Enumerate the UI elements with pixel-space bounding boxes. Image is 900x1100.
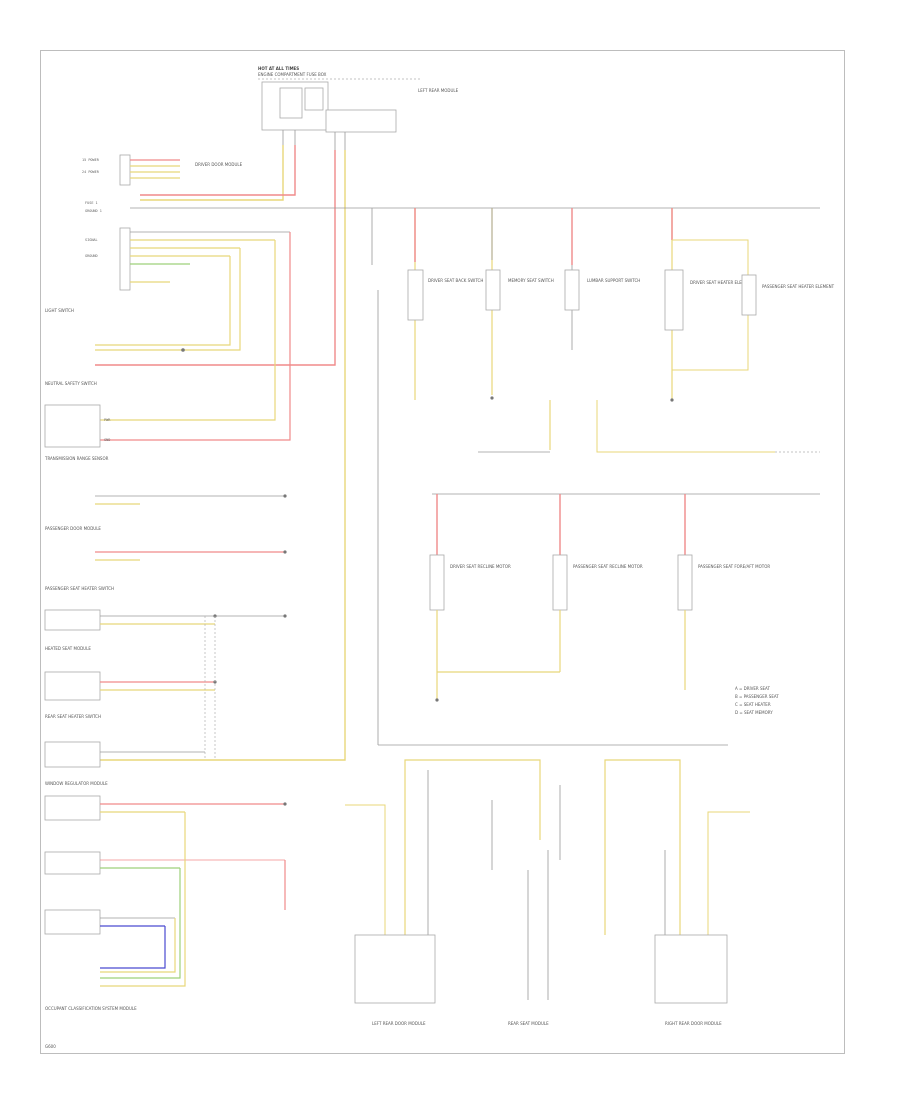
light-switch-label: LIGHT SWITCH — [45, 308, 74, 313]
module-name: ENGINE COMPARTMENT FUSE BOX — [258, 72, 327, 77]
wire — [596, 400, 775, 453]
splice-dot — [670, 398, 674, 402]
legend-item: A = DRIVER SEAT — [735, 686, 770, 691]
component-label: LEFT REAR DOOR MODULE — [372, 1021, 426, 1026]
module-title: HOT AT ALL TIMES — [258, 66, 299, 71]
component-label: MEMORY SEAT SWITCH — [508, 278, 554, 283]
legend-item: D = SEAT MEMORY — [735, 710, 773, 715]
lower-left-modules: WINDOW REGULATOR MODULE OCCUPANT CLASSIF… — [44, 781, 287, 1049]
component-box — [119, 154, 131, 186]
component-label: PASSENGER SEAT RECLINE MOTOR — [573, 564, 643, 569]
splice-dot — [283, 550, 287, 554]
middle-motors: DRIVER SEAT RECLINE MOTOR PASSENGER SEAT… — [429, 494, 770, 702]
splice-dot — [435, 698, 439, 702]
diagram-frame — [40, 50, 845, 1054]
component-box — [44, 851, 101, 875]
component-label: RIGHT REAR DOOR MODULE — [665, 1021, 722, 1026]
pin-label: GROUND 1 — [85, 209, 102, 213]
neutral-switch: NEUTRAL SAFETY SWITCH PWR GND TRANSMISSI… — [44, 381, 111, 461]
fuse-box-module: HOT AT ALL TIMES ENGINE COMPARTMENT FUSE… — [258, 66, 459, 150]
diagram-code: G600 — [45, 1044, 56, 1049]
pin-label: FUSE 1 — [85, 201, 98, 205]
wire — [404, 759, 541, 935]
wire — [95, 248, 241, 351]
pin-label: PWR — [104, 418, 111, 422]
component-box — [119, 227, 131, 291]
component-box — [677, 554, 693, 611]
wire — [95, 256, 231, 346]
component-box — [44, 795, 101, 821]
wire — [100, 918, 176, 973]
pin-label: GROUND — [85, 254, 98, 258]
component-label: DRIVER SEAT BACK SWITCH — [428, 278, 483, 283]
component-box — [354, 934, 436, 1004]
wire — [707, 811, 750, 935]
component-box — [429, 554, 445, 611]
component-label: PASSENGER DOOR MODULE — [45, 526, 101, 531]
component-box — [304, 87, 324, 111]
component-label: TRANSMISSION RANGE SENSOR — [44, 456, 109, 461]
upper-components: DRIVER SEAT BACK SWITCH MEMORY SEAT SWIT… — [371, 208, 835, 746]
component-box — [654, 934, 728, 1004]
component-box — [279, 87, 303, 119]
wire — [345, 804, 386, 935]
component-box — [44, 404, 101, 448]
wire — [672, 239, 749, 371]
legend: A = DRIVER SEAT B = PASSENGER SEAT C = S… — [735, 686, 779, 715]
wire — [100, 868, 181, 979]
pin-label: 15 POWER — [82, 158, 100, 162]
splice-dot — [283, 802, 287, 806]
component-label: PASSENGER SEAT FORE/AFT MOTOR — [698, 564, 770, 569]
component-label: DRIVER SEAT RECLINE MOTOR — [450, 564, 511, 569]
pin-label: GND — [104, 438, 110, 442]
splice-dot — [490, 396, 494, 400]
connector-label: DRIVER DOOR MODULE — [195, 162, 243, 167]
component-label: PASSENGER SEAT HEATER SWITCH — [45, 586, 114, 591]
instrument-connector: LIGHT SWITCH SIGNAL GROUND — [45, 227, 290, 313]
seat-heater-switches: HEATED SEAT MODULE REAR SEAT HEATER SWIT… — [44, 609, 287, 768]
component-label: REAR SEAT MODULE — [508, 1021, 549, 1026]
component-box — [407, 269, 424, 321]
pin-label: 24 POWER — [82, 170, 100, 174]
component-label: OCCUPANT CLASSIFICATION SYSTEM MODULE — [45, 1006, 137, 1011]
trans-range-rows: PASSENGER DOOR MODULE PASSENGER SEAT HEA… — [45, 494, 287, 591]
side-label: LEFT REAR MODULE — [418, 88, 459, 93]
component-box — [44, 909, 101, 935]
wire — [100, 232, 291, 441]
bottom-modules: LEFT REAR DOOR MODULE RIGHT REAR DOOR MO… — [345, 759, 750, 1026]
component-label: WINDOW REGULATOR MODULE — [45, 781, 108, 786]
wire — [140, 145, 296, 196]
component-label: LUMBAR SUPPORT SWITCH — [587, 278, 640, 283]
component-box — [741, 274, 757, 316]
component-label: NEUTRAL SAFETY SWITCH — [45, 381, 97, 386]
component-label: REAR SEAT HEATER SWITCH — [45, 714, 101, 719]
splice-dot — [283, 494, 287, 498]
top-left-connector: 15 POWER 24 POWER DRIVER DOOR MODULE — [82, 154, 243, 186]
splice-dot — [181, 348, 185, 352]
component-box — [485, 269, 501, 311]
component-box — [564, 269, 580, 311]
component-box — [325, 109, 397, 133]
component-box — [664, 269, 684, 331]
wire — [100, 926, 166, 969]
component-box — [44, 741, 101, 768]
component-label: DRIVER SEAT HEATER ELEMENT — [690, 280, 754, 285]
wire — [100, 150, 346, 761]
pin-label: SIGNAL — [85, 238, 98, 242]
component-label: PASSENGER SEAT HEATER ELEMENT — [762, 284, 835, 289]
component-box — [552, 554, 568, 611]
splice-dot — [283, 614, 287, 618]
legend-item: B = PASSENGER SEAT — [735, 694, 779, 699]
wire — [95, 150, 336, 366]
wire — [100, 240, 276, 421]
component-box — [44, 671, 101, 701]
wire — [140, 145, 284, 201]
component-box — [44, 609, 101, 631]
legend-item: C = SEAT HEATER — [735, 702, 771, 707]
component-label: HEATED SEAT MODULE — [45, 646, 91, 651]
wire — [604, 759, 681, 935]
wire — [100, 812, 186, 987]
